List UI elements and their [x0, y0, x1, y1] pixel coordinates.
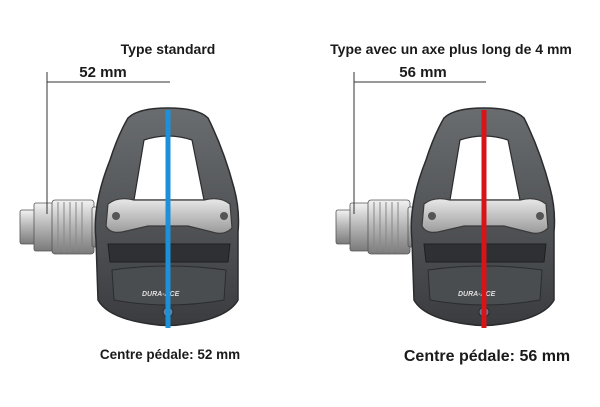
left-title: Type standard: [121, 41, 216, 57]
left-caption: Centre pédale: 52 mm: [100, 347, 240, 362]
right-brand-text: DURA-ACE: [458, 291, 496, 298]
right-dimension-label: 56 mm: [399, 64, 447, 81]
right-pedal-group: DURA-ACE 56 mm Type avec un axe plus lon…: [330, 41, 572, 365]
left-pedal-group: DURA-ACE 52 mm Type standard Centre péda…: [19, 41, 240, 362]
left-dimension-label: 52 mm: [79, 64, 127, 81]
right-caption: Centre pédale: 56 mm: [404, 348, 570, 365]
right-pedal-graphic: [335, 107, 556, 327]
right-title: Type avec un axe plus long de 4 mm: [330, 41, 572, 57]
left-brand-text: DURA-ACE: [142, 291, 180, 298]
left-pedal-graphic: [19, 107, 240, 327]
